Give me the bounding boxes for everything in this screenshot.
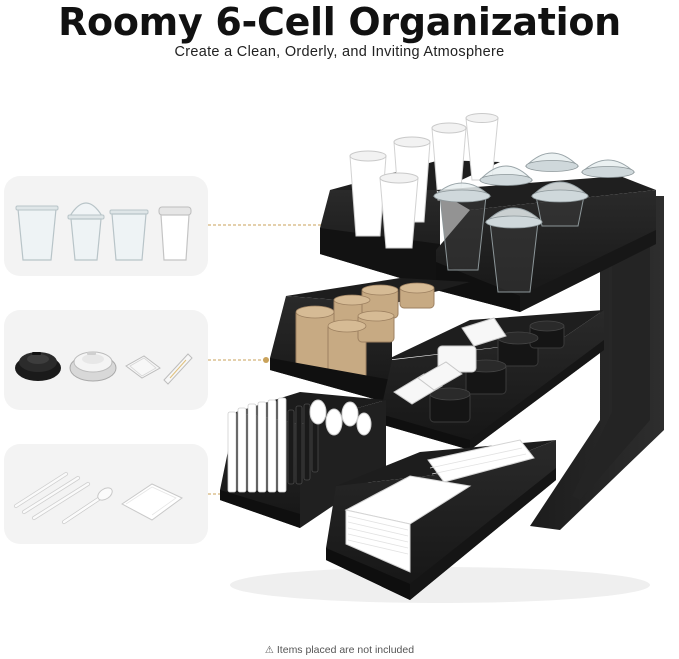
organizer-side-panel	[530, 196, 664, 530]
top-left-bin	[320, 113, 500, 290]
middle-left-bin	[270, 278, 470, 404]
napkin-icon	[121, 483, 183, 521]
footer-note-text: Items placed are not included	[276, 644, 415, 656]
page-title: Roomy 6-Cell Organization	[58, 0, 621, 44]
bottom-right-bin	[326, 439, 556, 600]
dome-lid-cup-icon	[67, 202, 105, 261]
sugar-stick-icon	[163, 353, 193, 385]
black-coffee-lid-icon	[15, 352, 61, 381]
top-right-bin	[432, 152, 656, 312]
straws-napkin-card	[4, 444, 208, 544]
middle-right-bin	[380, 310, 604, 450]
warning-triangle-icon: ⚠	[264, 645, 274, 656]
paper-coffee-cup-icon	[158, 206, 192, 261]
clear-cup-icon	[109, 209, 149, 261]
clear-plastic-cup-icon	[15, 205, 59, 261]
footer-note: ⚠Items placed are not included	[0, 644, 679, 656]
lids-sugar-card	[4, 310, 208, 410]
white-coffee-lid-icon	[69, 351, 117, 382]
straws-icon	[14, 472, 90, 520]
bottom-left-bin	[220, 392, 386, 528]
cups-card	[4, 176, 208, 276]
page-subtitle: Create a Clean, Orderly, and Inviting At…	[174, 44, 505, 60]
plastic-spoon-icon	[62, 487, 113, 524]
sugar-packet-icon	[125, 355, 161, 379]
